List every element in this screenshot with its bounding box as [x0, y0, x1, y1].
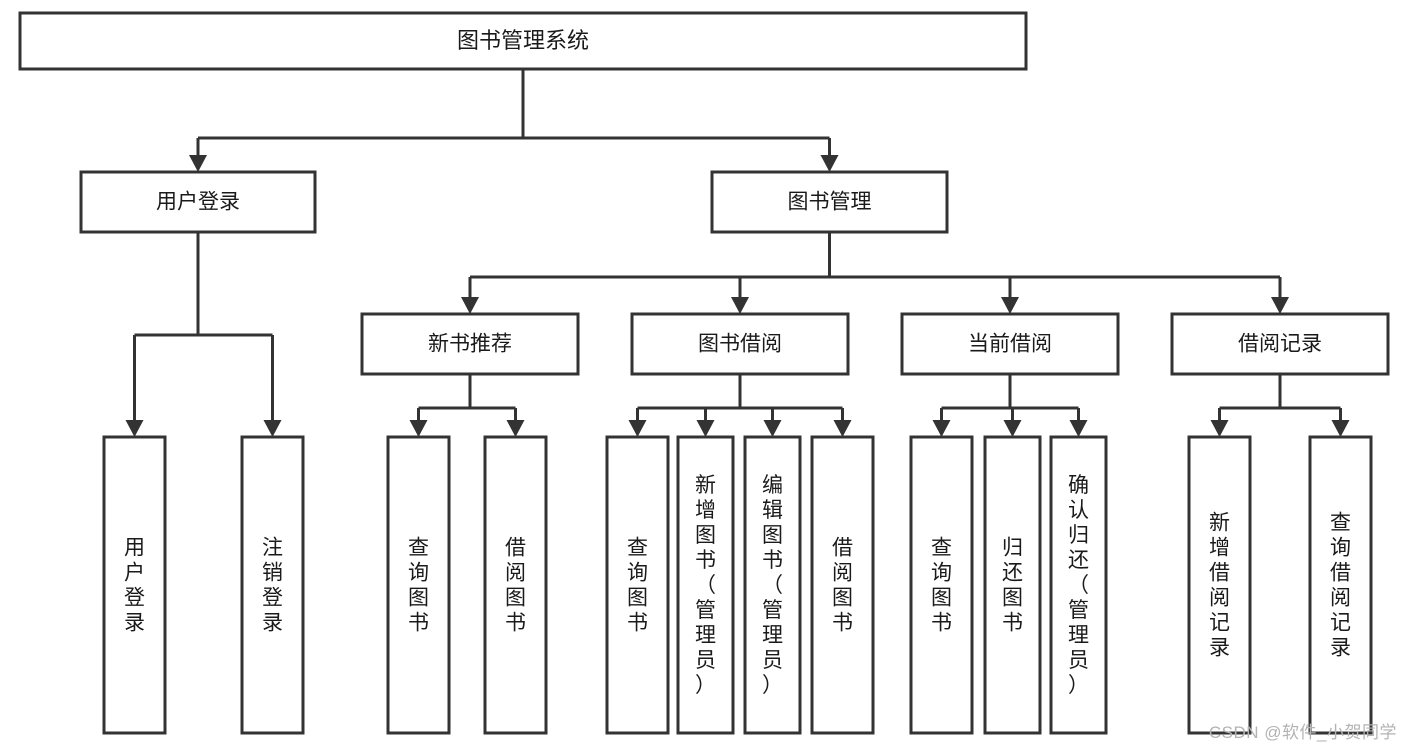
node-label-vertical: 借阅图书 [832, 537, 853, 635]
node-label-vertical: 确认归还（管理员） [1068, 474, 1089, 697]
node-leaf-logout[interactable]: 注销登录 [240, 435, 305, 735]
node-label-vertical: 查询图书 [627, 537, 648, 635]
node-borrow-record[interactable]: 借阅记录 [1170, 312, 1390, 376]
node-current-borrow[interactable]: 当前借阅 [900, 312, 1120, 376]
node-leaf-edit-book[interactable]: 编辑图书（管理员） [743, 435, 802, 735]
node-new-book-rec[interactable]: 新书推荐 [360, 312, 580, 376]
node-leaf-borrow-book-1[interactable]: 借阅图书 [483, 435, 548, 735]
node-label-vertical: 借阅图书 [505, 537, 526, 635]
node-book-manage[interactable]: 图书管理 [710, 170, 949, 234]
node-label-vertical: 用户登录 [124, 537, 145, 635]
node-layer: 图书管理系统用户登录图书管理新书推荐图书借阅当前借阅借阅记录用户登录注销登录查询… [18, 11, 1390, 735]
node-root-root[interactable]: 图书管理系统 [18, 11, 1028, 71]
node-label-vertical: 查询图书 [931, 537, 952, 635]
node-user-login[interactable]: 用户登录 [79, 170, 317, 234]
node-label-vertical: 编辑图书（管理员） [762, 474, 783, 697]
node-label: 借阅记录 [1238, 333, 1322, 356]
node-leaf-query-book-2[interactable]: 查询图书 [605, 435, 670, 735]
node-leaf-confirm-return[interactable]: 确认归还（管理员） [1049, 435, 1108, 735]
node-leaf-query-book-3[interactable]: 查询图书 [909, 435, 974, 735]
node-label: 用户登录 [156, 191, 240, 214]
connector-layer [125, 69, 1350, 437]
node-leaf-add-record[interactable]: 新增借阅记录 [1187, 435, 1252, 735]
node-leaf-user-login[interactable]: 用户登录 [102, 435, 167, 735]
node-label-vertical: 查询借阅记录 [1330, 512, 1351, 660]
node-leaf-query-book-1[interactable]: 查询图书 [386, 435, 451, 735]
node-leaf-query-record[interactable]: 查询借阅记录 [1308, 435, 1373, 735]
node-label: 图书管理系统 [457, 28, 589, 53]
node-leaf-borrow-book-2[interactable]: 借阅图书 [810, 435, 875, 735]
node-label-vertical: 查询图书 [408, 537, 429, 635]
node-label: 新书推荐 [428, 333, 512, 356]
node-label-vertical: 注销登录 [262, 537, 283, 635]
node-leaf-add-book[interactable]: 新增图书（管理员） [676, 435, 735, 735]
node-book-borrow[interactable]: 图书借阅 [630, 312, 850, 376]
node-label-vertical: 新增借阅记录 [1209, 512, 1230, 660]
node-label: 图书管理 [788, 191, 872, 214]
node-label: 图书借阅 [698, 333, 782, 356]
node-label-vertical: 新增图书（管理员） [695, 474, 716, 697]
csdn-watermark: CSDN @软件_小贺同学 [1208, 723, 1397, 742]
node-label: 当前借阅 [968, 333, 1052, 356]
node-leaf-return-book[interactable]: 归还图书 [983, 435, 1042, 735]
node-label-vertical: 归还图书 [1002, 537, 1023, 635]
